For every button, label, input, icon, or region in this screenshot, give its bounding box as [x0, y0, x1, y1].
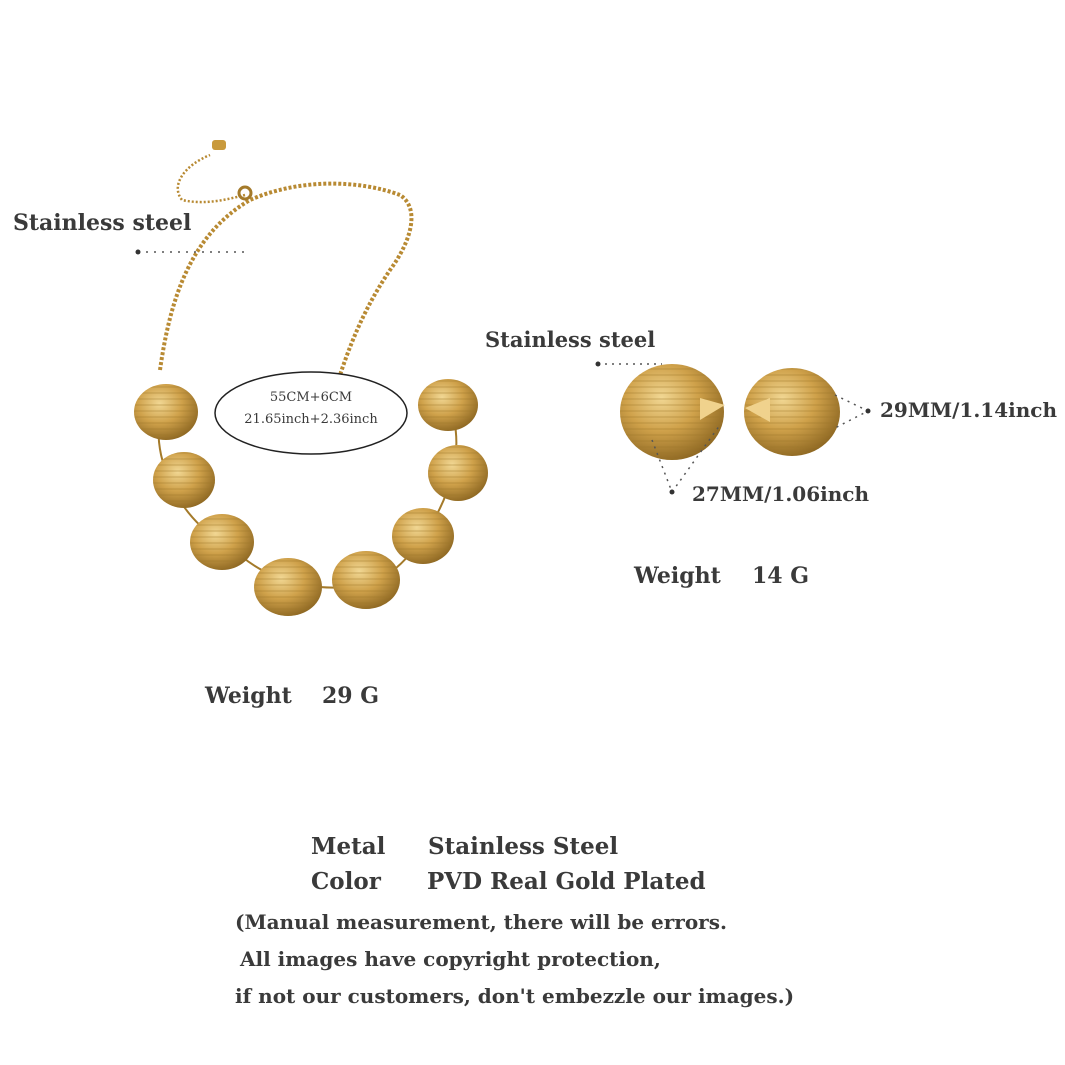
necklace — [134, 140, 488, 616]
note-line-1: (Manual measurement, there will be error… — [235, 910, 727, 934]
length-callout-ellipse — [214, 371, 408, 455]
earrings — [620, 364, 840, 460]
shell-charm — [153, 452, 215, 508]
necklace-weight-label: Weight — [205, 683, 292, 709]
earring-height-label: 29MM/1.14inch — [880, 398, 1057, 422]
shell-charm — [428, 445, 488, 501]
earring-width-label: 27MM/1.06inch — [692, 482, 869, 506]
logo-tag — [212, 140, 226, 150]
shell-charm — [332, 551, 400, 609]
extender-chain — [176, 153, 246, 204]
shell-charm — [190, 514, 254, 570]
shell-charm — [134, 384, 198, 440]
color-label: Color — [311, 868, 381, 895]
necklace-weight-value: 29 G — [322, 683, 380, 709]
shell-charm — [254, 558, 322, 616]
necklace-length-cm: 55CM+6CM — [269, 390, 353, 405]
earring-material-label: Stainless steel — [485, 327, 656, 352]
earring-weight-value: 14 G — [752, 563, 810, 589]
note-line-3: if not our customers, don't embezzle our… — [235, 984, 795, 1008]
earring-left — [620, 364, 725, 460]
necklace-chain — [158, 181, 414, 376]
clasp — [237, 185, 253, 201]
earring-right — [744, 368, 840, 456]
shell-charm — [392, 508, 454, 564]
shell-charm — [418, 379, 478, 431]
necklace-length-inch: 21.65inch+2.36inch — [244, 412, 378, 427]
color-value: PVD Real Gold Plated — [427, 868, 706, 895]
necklace-material-label: Stainless steel — [13, 210, 192, 236]
note-line-2: All images have copyright protection, — [240, 947, 661, 971]
metal-label: Metal — [311, 833, 386, 860]
metal-value: Stainless Steel — [428, 833, 619, 860]
earring-weight-label: Weight — [634, 563, 721, 589]
